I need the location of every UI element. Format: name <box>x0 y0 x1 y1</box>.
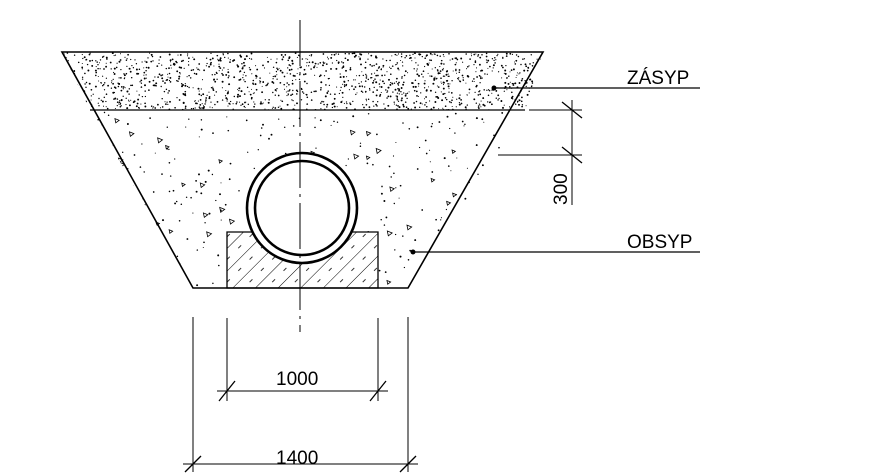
backfill-layer-texture <box>62 52 543 110</box>
pipe <box>245 151 359 265</box>
bedding-leader <box>410 249 700 255</box>
cover-height-value: 300 <box>551 173 572 205</box>
base-width-value: 1000 <box>276 369 318 390</box>
backfill-label: ZÁSYP <box>627 68 689 89</box>
trench-width-value: 1400 <box>276 448 318 469</box>
trench-outline <box>60 51 545 289</box>
backfill-leader <box>491 85 700 91</box>
cover-height-dimension <box>498 100 583 205</box>
trench-width-dimension <box>183 317 418 473</box>
bedding-label: OBSYP <box>627 232 692 253</box>
base-width-dimension <box>217 318 388 402</box>
